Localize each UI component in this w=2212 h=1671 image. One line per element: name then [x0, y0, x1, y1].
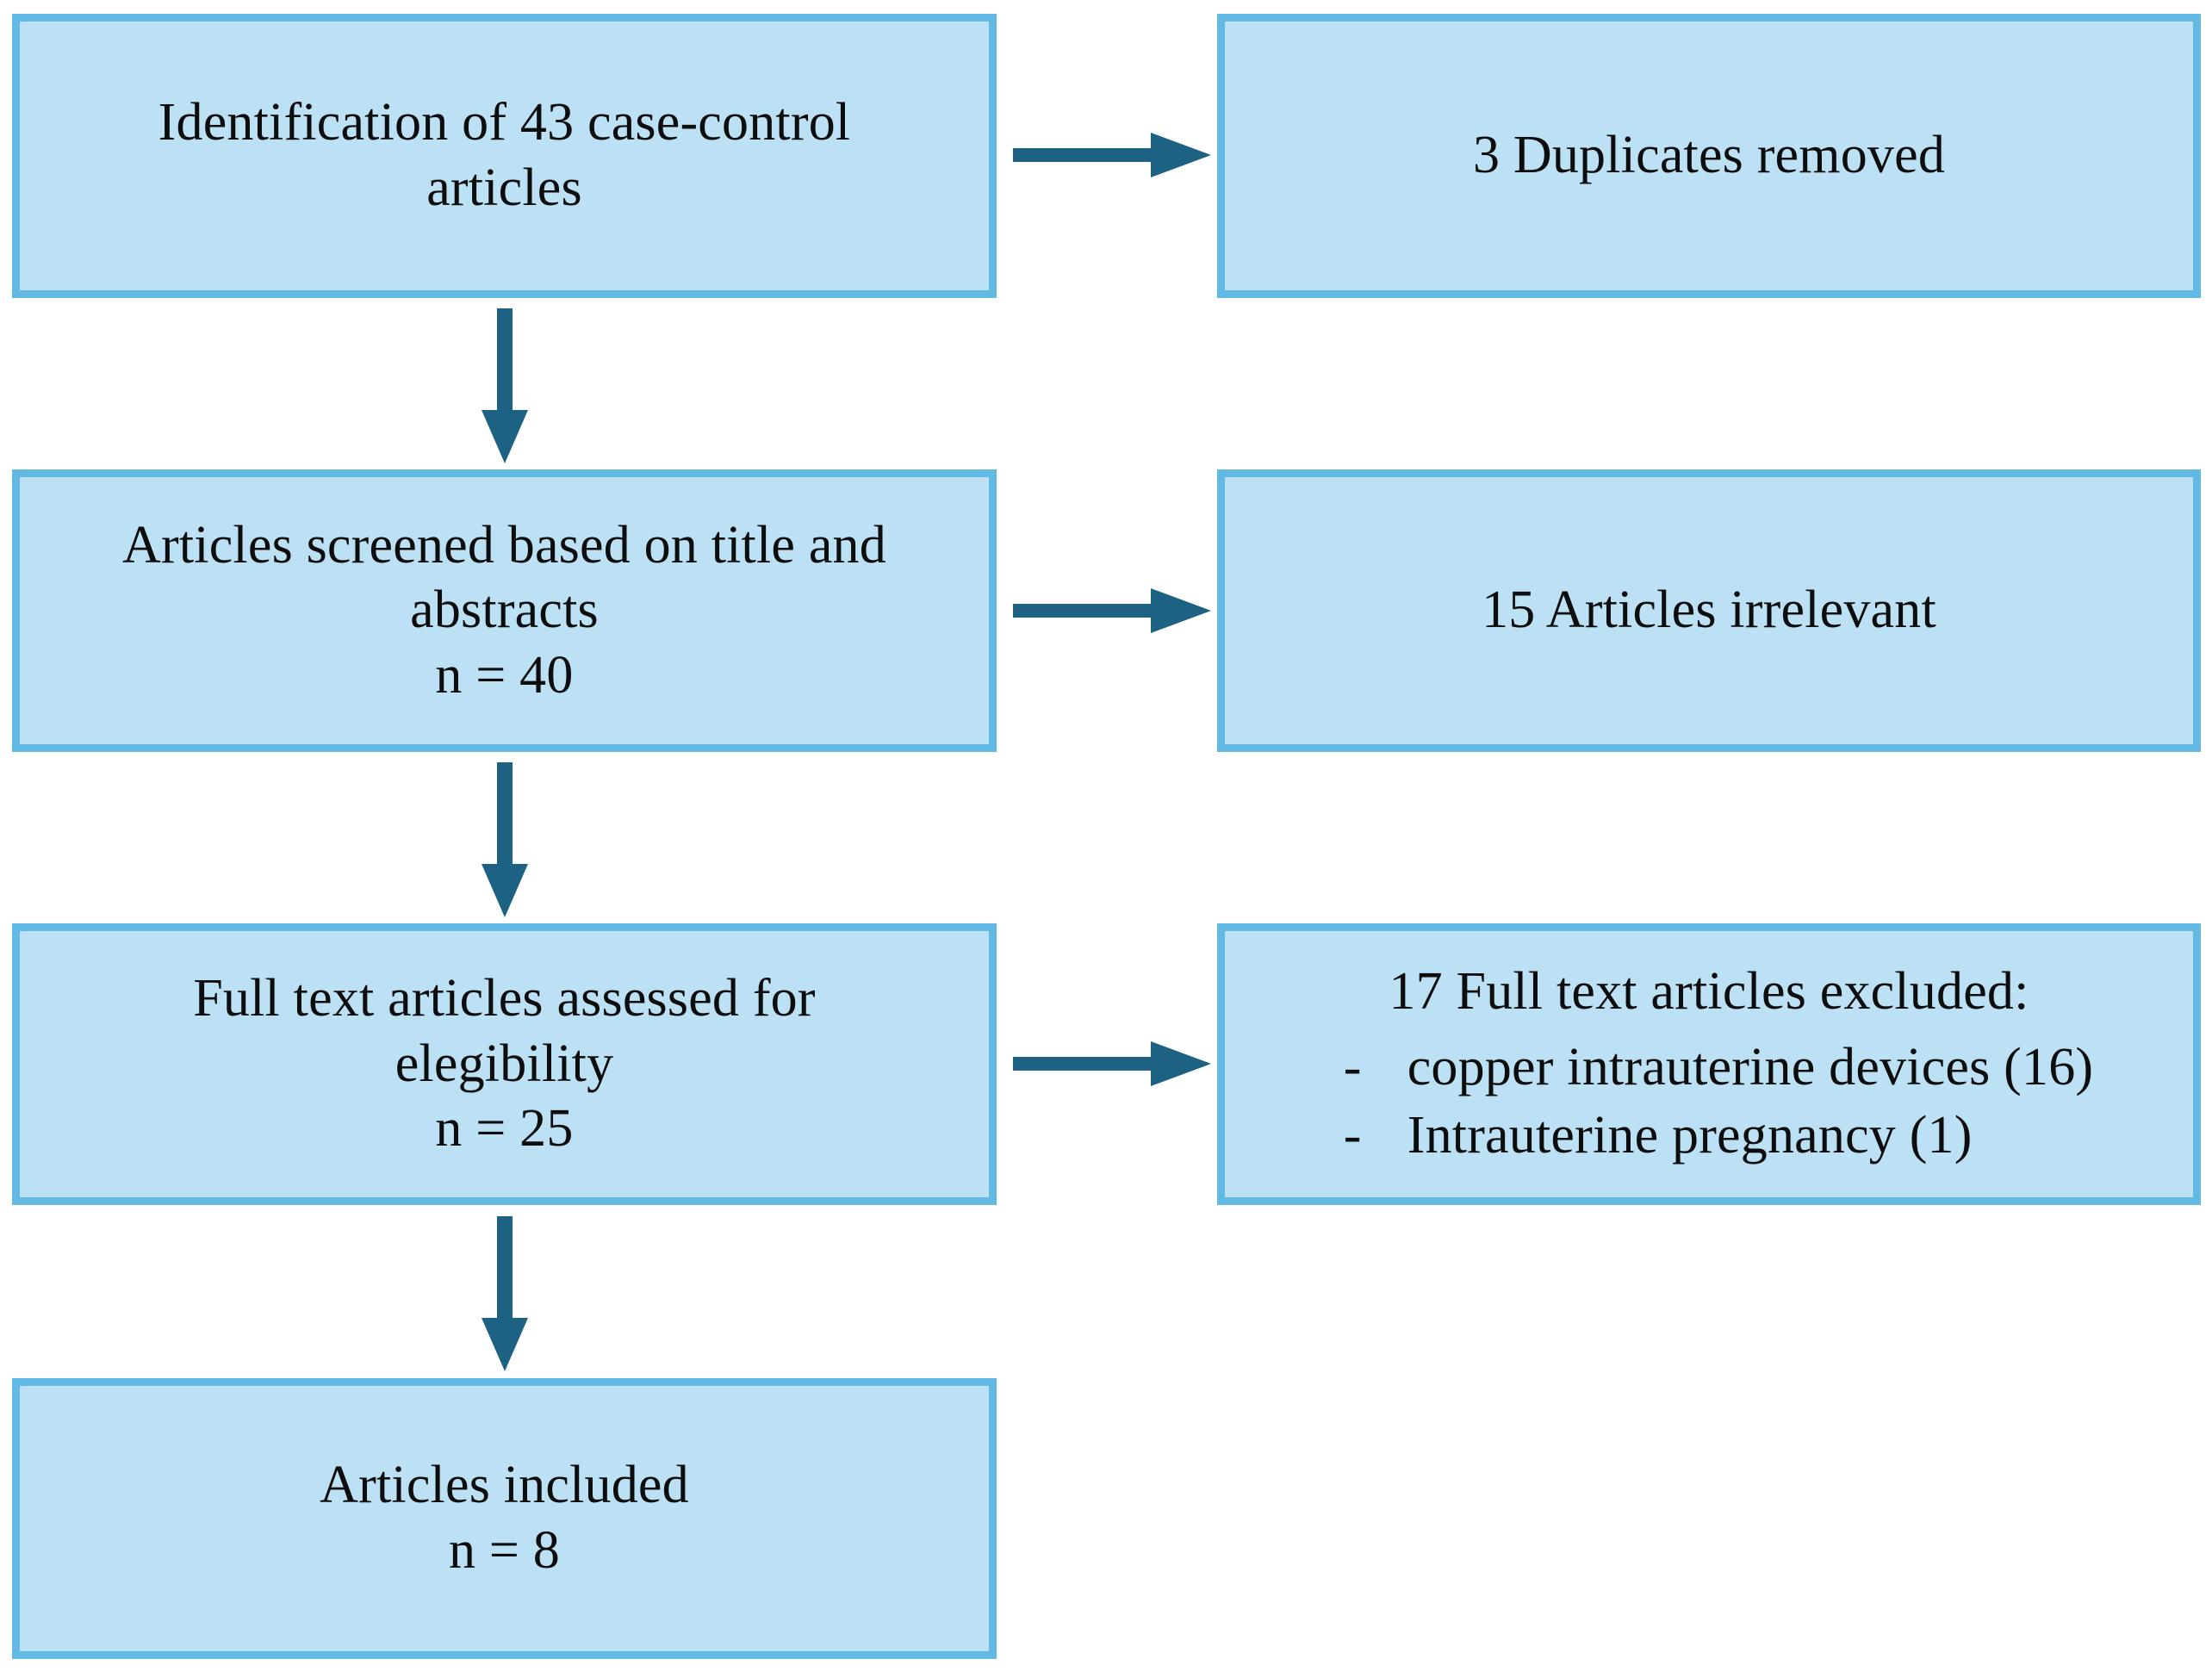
full-text-eligibility-line-1: Full text articles assessed for	[193, 969, 816, 1028]
duplicates-removed-box: 3 Duplicates removed	[1217, 14, 2201, 298]
bullet-dash-icon: -	[1343, 1037, 1362, 1096]
full-text-excluded-item: - copper intrauterine devices (16)	[1325, 1035, 2094, 1101]
identification-line-1: Identification of 43 case-control	[158, 93, 851, 152]
screened-line-3: n = 40	[435, 645, 574, 705]
full-text-eligibility-line-2: elegibility	[395, 1034, 614, 1093]
arrow-screened-to-fulltext	[478, 762, 531, 919]
identification-box: Identification of 43 case-control articl…	[12, 14, 997, 298]
full-text-excluded-item-label: copper intrauterine devices (16)	[1407, 1037, 2094, 1096]
screened-line-1: Articles screened based on title and	[122, 515, 886, 575]
articles-included-line-2: n = 8	[449, 1521, 560, 1580]
articles-included-line-1: Articles included	[320, 1456, 689, 1515]
arrow-identification-to-screened	[478, 308, 531, 465]
identification-line-2: articles	[426, 158, 582, 217]
screened-line-2: abstracts	[410, 581, 599, 640]
full-text-eligibility-box: Full text articles assessed for elegibil…	[12, 923, 997, 1205]
bullet-dash-icon: -	[1343, 1106, 1362, 1165]
arrow-identification-to-duplicates	[1013, 129, 1213, 181]
duplicates-removed-line-1: 3 Duplicates removed	[1472, 126, 1946, 185]
screened-box: Articles screened based on title and abs…	[12, 469, 997, 752]
articles-irrelevant-box: 15 Articles irrelevant	[1217, 469, 2201, 752]
full-text-excluded-box: 17 Full text articles excluded: - copper…	[1217, 923, 2201, 1205]
articles-irrelevant-line-1: 15 Articles irrelevant	[1482, 581, 1936, 640]
full-text-eligibility-line-3: n = 25	[435, 1099, 574, 1159]
full-text-excluded-item: - Intrauterine pregnancy (1)	[1325, 1103, 1973, 1169]
articles-included-box: Articles included n = 8	[12, 1378, 997, 1659]
arrow-screened-to-irrelevant	[1013, 585, 1213, 637]
arrow-fulltext-to-excluded	[1013, 1038, 1213, 1090]
full-text-excluded-content: 17 Full text articles excluded: - copper…	[1325, 960, 2094, 1169]
full-text-excluded-heading: 17 Full text articles excluded:	[1389, 962, 2029, 1022]
arrow-fulltext-to-included	[478, 1216, 531, 1373]
full-text-excluded-item-label: Intrauterine pregnancy (1)	[1407, 1106, 1973, 1165]
